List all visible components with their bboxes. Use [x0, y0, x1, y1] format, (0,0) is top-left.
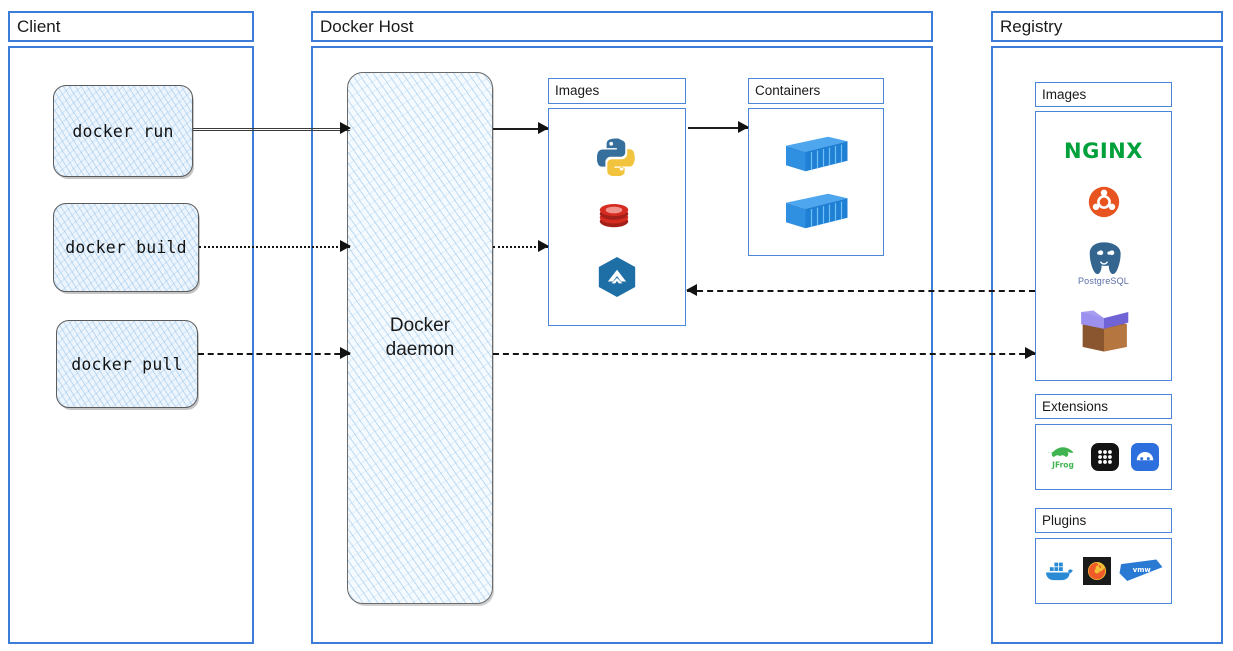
command-docker-run-label: docker run	[72, 121, 174, 141]
connector-registry-to-images-arrow	[686, 284, 697, 296]
host-images-title-label: Images	[555, 83, 600, 99]
host-containers-title-label: Containers	[755, 83, 821, 99]
connector-daemon-to-images-arrow	[538, 122, 549, 134]
grafana-logo	[1082, 557, 1111, 585]
connector-daemon-to-images-build-arrow	[538, 240, 549, 252]
extensions-icon-row: JFrog	[1036, 442, 1171, 472]
registry-panel-title: Registry	[991, 11, 1223, 42]
redis-logo	[599, 203, 635, 229]
connector-run-to-daemon-arrow	[340, 122, 351, 134]
registry-images-title: Images	[1035, 82, 1172, 107]
connector-daemon-to-images-line	[493, 128, 548, 130]
postgresql-logo: PostgreSQL	[1078, 240, 1129, 286]
svg-text:vmw: vmw	[1133, 566, 1152, 574]
ubuntu-logo	[1088, 186, 1120, 218]
nginx-logo-text: NGINX	[1064, 139, 1143, 164]
registry-panel-title-label: Registry	[1000, 17, 1063, 36]
host-containers-title: Containers	[748, 78, 884, 104]
jfrog-logo: JFrog	[1048, 442, 1078, 472]
connector-registry-to-images-line	[687, 290, 1035, 292]
registry-plugins-title: Plugins	[1035, 508, 1172, 533]
mattermost-logo	[597, 256, 637, 298]
container-icon	[780, 132, 852, 176]
docker-daemon-label-line2: daemon	[385, 339, 455, 360]
registry-plugins-body: vmw	[1035, 538, 1172, 604]
blue-app-icon	[1130, 443, 1159, 471]
plugins-icon-row: vmw	[1036, 556, 1171, 586]
registry-plugins-title-label: Plugins	[1042, 512, 1087, 528]
host-containers-body	[748, 108, 884, 256]
command-docker-build[interactable]: docker build	[53, 203, 199, 292]
command-docker-run[interactable]: docker run	[53, 85, 193, 177]
connector-daemon-to-images-build-line	[493, 246, 548, 248]
container-icon	[780, 189, 852, 233]
connector-pull-to-daemon-arrow	[340, 347, 351, 359]
registry-images-body: NGINX PostgreSQL	[1035, 111, 1172, 381]
python-logo	[597, 136, 637, 177]
client-panel-title: Client	[8, 11, 254, 42]
docker-host-panel-title-label: Docker Host	[320, 17, 414, 36]
host-images-title: Images	[548, 78, 686, 104]
command-docker-pull-label: docker pull	[71, 354, 183, 374]
docker-whale-logo	[1043, 558, 1075, 584]
connector-build-to-daemon-arrow	[340, 240, 351, 252]
nginx-logo: NGINX	[1064, 139, 1143, 163]
registry-images-title-label: Images	[1042, 86, 1087, 102]
vmware-logo: vmw	[1118, 556, 1164, 586]
connector-daemon-to-registry-line	[493, 353, 1035, 355]
registry-extensions-title: Extensions	[1035, 394, 1172, 419]
docker-daemon-label-line1: Docker	[389, 315, 451, 337]
connector-build-to-daemon-line	[199, 246, 350, 248]
client-panel-title-label: Client	[17, 17, 61, 36]
host-images-body	[548, 108, 686, 326]
connector-images-to-containers-arrow	[738, 121, 749, 133]
command-docker-build-label: docker build	[65, 238, 187, 257]
connector-images-to-containers-line	[688, 127, 748, 129]
docker-host-panel-title: Docker Host	[311, 11, 933, 42]
connector-daemon-to-registry-arrow	[1025, 347, 1036, 359]
registry-extensions-title-label: Extensions	[1042, 398, 1109, 414]
connector-run-to-daemon-line	[193, 128, 350, 131]
package-box-icon	[1075, 309, 1133, 353]
postgresql-logo-text: PostgreSQL	[1077, 276, 1130, 287]
connector-pull-to-daemon-line	[198, 353, 350, 355]
registry-extensions-body: JFrog	[1035, 424, 1172, 490]
grid-app-icon	[1090, 443, 1119, 471]
svg-text:JFrog: JFrog	[1051, 461, 1074, 470]
command-docker-pull[interactable]: docker pull	[56, 320, 198, 408]
